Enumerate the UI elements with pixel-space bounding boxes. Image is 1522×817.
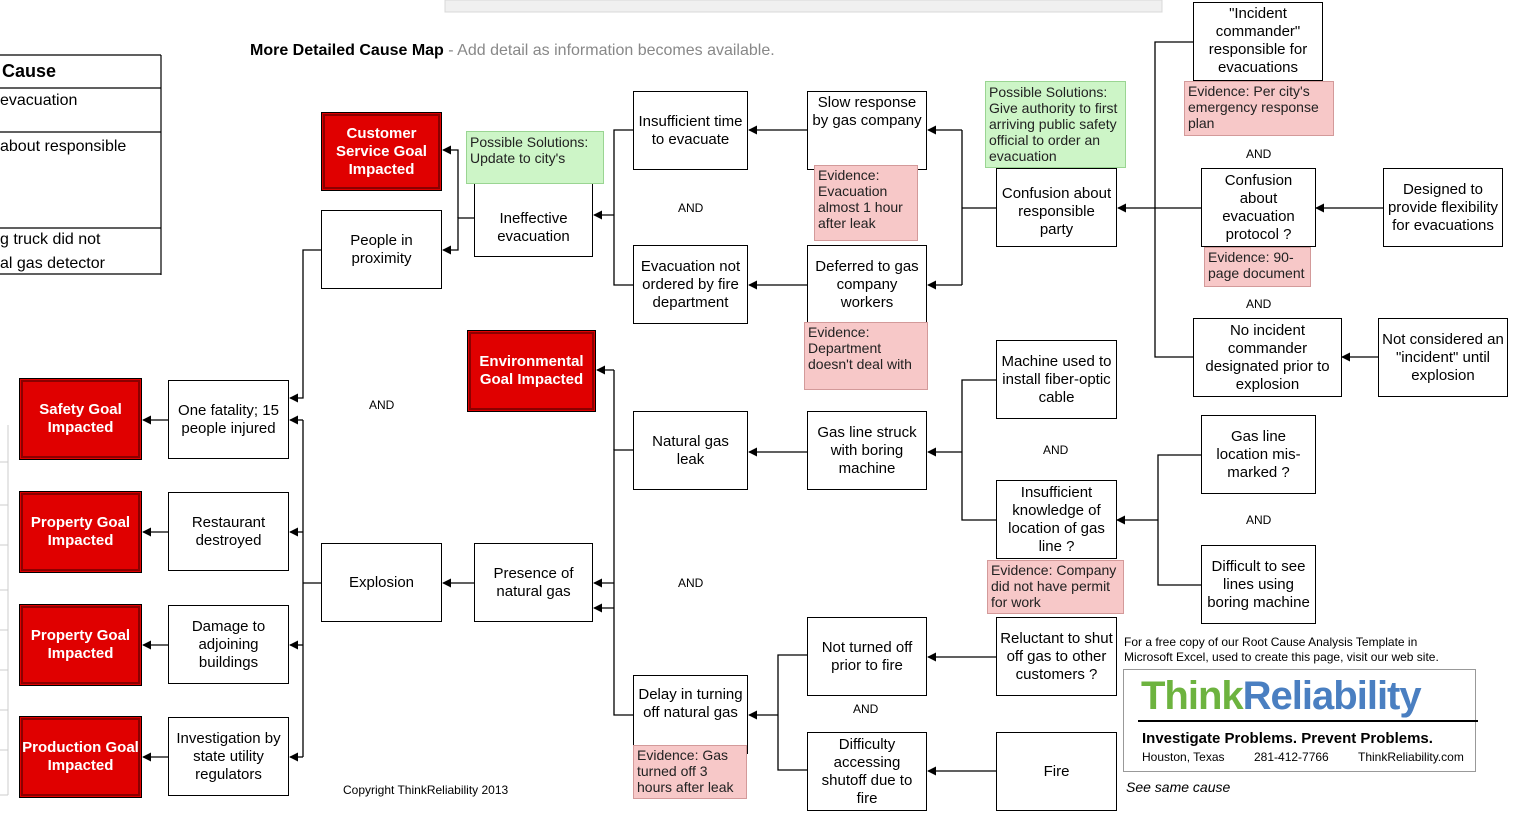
- evidence-gas-turned-off: Evidence: Gas turned off 3 hours after l…: [633, 745, 747, 799]
- box-not-considered-incident: Not considered an "incident" until explo…: [1378, 318, 1508, 397]
- box-deferred: Deferred to gas company workers: [807, 245, 927, 324]
- and-label: AND: [1246, 297, 1272, 311]
- free-copy-note: For a free copy of our Root Cause Analys…: [1124, 635, 1439, 664]
- solution-update-city: Possible Solutions: Update to city's: [466, 131, 604, 184]
- goal-safety: Safety Goal Impacted: [19, 378, 142, 460]
- box-difficulty-accessing: Difficulty accessing shutoff due to fire: [807, 732, 927, 811]
- contact-phone: 281-412-7766: [1254, 750, 1329, 764]
- contact-website[interactable]: ThinkReliability.com: [1358, 750, 1464, 764]
- evidence-no-permit: Evidence: Company did not have permit fo…: [987, 560, 1124, 614]
- goal-customer-service: Customer Service Goal Impacted: [321, 112, 442, 191]
- and-label: AND: [853, 702, 879, 716]
- table-row: evacuation: [0, 92, 78, 109]
- box-incident-commander: "Incident commander" responsible for eva…: [1193, 2, 1323, 81]
- box-people-proximity: People in proximity: [321, 210, 442, 289]
- evidence-90-page-document: Evidence: 90-page document: [1204, 247, 1311, 287]
- goal-environmental: Environmental Goal Impacted: [467, 330, 596, 412]
- table-row: al gas detector: [0, 255, 105, 272]
- box-machine-fiber-optic: Machine used to install fiber-optic cabl…: [996, 340, 1117, 419]
- logo-think: Think: [1141, 674, 1244, 718]
- think-reliability-logo-box[interactable]: ThinkReliability Investigate Problems. P…: [1123, 669, 1478, 772]
- cause-map-title: More Detailed Cause Map: [250, 42, 444, 59]
- box-delay-turning-off: Delay in turning off natural gas: [633, 675, 748, 754]
- goal-production: Production Goal Impacted: [19, 716, 142, 798]
- box-slow-response: Slow response by gas company: [807, 91, 927, 170]
- box-restaurant-destroyed: Restaurant destroyed: [168, 492, 289, 571]
- box-difficult-see-lines: Difficult to see lines using boring mach…: [1201, 545, 1316, 624]
- and-label: AND: [1246, 513, 1272, 527]
- evidence-emergency-plan: Evidence: Per city's emergency response …: [1184, 81, 1334, 136]
- box-insufficient-time: Insufficient time to evacuate: [633, 91, 748, 170]
- goal-property-restaurant: Property Goal Impacted: [19, 491, 142, 573]
- box-gas-line-mismarked: Gas line location mis-marked ?: [1201, 415, 1316, 494]
- box-confusion-party: Confusion about responsible party: [996, 168, 1117, 247]
- goal-property-buildings: Property Goal Impacted: [19, 604, 142, 686]
- box-fatality: One fatality; 15 people injured: [168, 380, 289, 459]
- box-fire: Fire: [996, 732, 1117, 811]
- solution-give-authority: Possible Solutions: Give authority to fi…: [985, 81, 1126, 168]
- logo-reliability: Reliability: [1242, 674, 1422, 718]
- and-label: AND: [369, 398, 395, 412]
- copyright: Copyright ThinkReliability 2013: [343, 783, 509, 797]
- evidence-department: Evidence: Department doesn't deal with: [804, 322, 928, 390]
- and-label: AND: [1246, 147, 1272, 161]
- cause-map-subtitle: - Add detail as information becomes avai…: [443, 42, 775, 59]
- box-no-incident-commander: No incident commander designated prior t…: [1193, 318, 1342, 397]
- table-row: about responsible: [0, 138, 127, 155]
- box-confusion-protocol: Confusion about evacuation protocol ?: [1201, 168, 1316, 247]
- box-investigation: Investigation by state utility regulator…: [168, 717, 289, 796]
- think-reliability-logo[interactable]: ThinkReliability: [1141, 674, 1422, 719]
- page-title: More Detailed Cause Map - Add detail as …: [250, 42, 775, 60]
- table-heading: Cause: [2, 61, 57, 81]
- box-damage-buildings: Damage to adjoining buildings: [168, 605, 289, 684]
- box-reluctant-shut-off: Reluctant to shut off gas to other custo…: [996, 617, 1117, 696]
- box-insufficient-knowledge: Insufficient knowledge of location of ga…: [996, 480, 1117, 559]
- and-label: AND: [678, 201, 704, 215]
- box-presence-gas: Presence of natural gas: [474, 543, 593, 622]
- and-label: AND: [678, 576, 704, 590]
- box-not-turned-off: Not turned off prior to fire: [807, 617, 927, 696]
- logo-divider: [1138, 720, 1478, 722]
- evidence-evacuation-delay: Evidence: Evacuation almost 1 hour after…: [814, 165, 918, 241]
- box-natural-gas-leak: Natural gas leak: [633, 411, 748, 490]
- box-designed-flexibility: Designed to provide flexibility for evac…: [1383, 168, 1503, 247]
- tagline: Investigate Problems. Prevent Problems.: [1142, 730, 1433, 747]
- and-label: AND: [1043, 443, 1069, 457]
- box-gas-line-struck: Gas line struck with boring machine: [807, 411, 927, 490]
- see-same-cause: See same cause: [1126, 779, 1231, 795]
- box-explosion: Explosion: [321, 543, 442, 622]
- table-row: g truck did not: [0, 231, 101, 248]
- contact-city: Houston, Texas: [1142, 750, 1225, 764]
- box-ineffective-evacuation: Ineffective evacuation: [474, 178, 593, 257]
- box-evacuation-not-ordered: Evacuation not ordered by fire departmen…: [633, 245, 748, 324]
